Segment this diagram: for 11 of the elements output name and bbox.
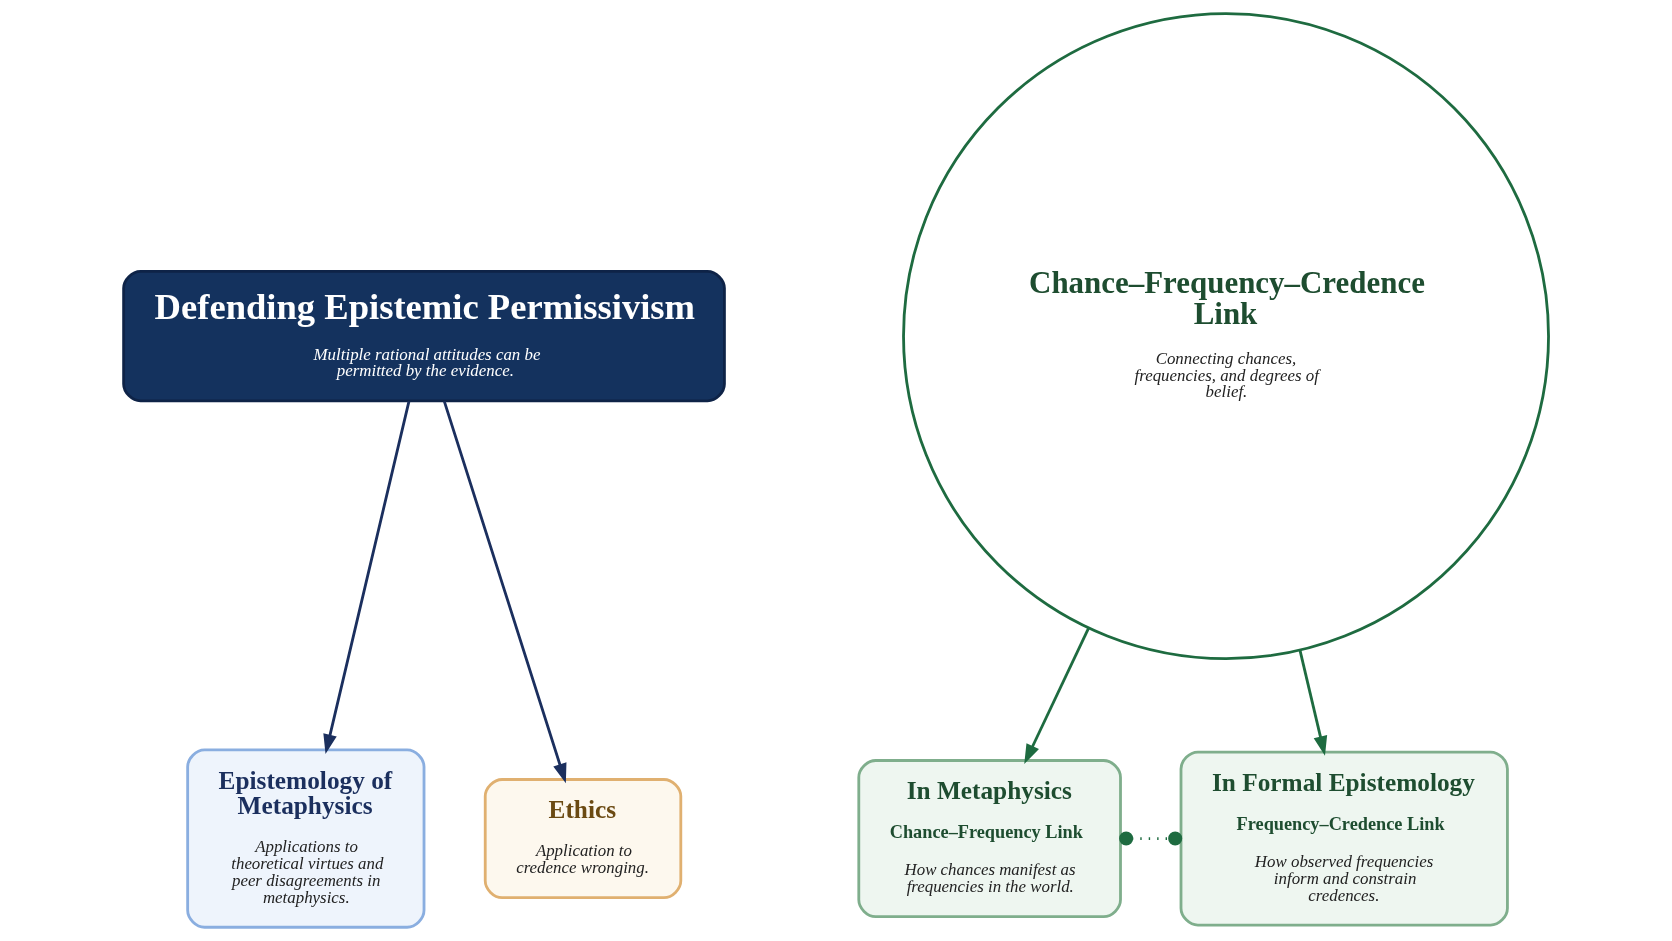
node-circle: Chance–Frequency–Credence Link Connecting chances, frequencies, and degrees of belief. <box>902 12 1550 661</box>
arrow <box>1024 627 1090 764</box>
node-box: In Formal Epistemology Frequency–Credence Link How observed frequencies inform and constrain credences. <box>1179 750 1509 927</box>
connector <box>1119 831 1183 846</box>
node-box: Ethics Application to credence wronging. <box>483 778 683 900</box>
node-box: In Metaphysics Chance–Frequency Link How chances manifest as frequencies in the world. <box>857 759 1122 919</box>
node-box: Epistemology of Metaphysics Applications to theoretical virtues and peer disagreements in metaphysics. <box>186 748 426 929</box>
arrow <box>1298 649 1328 756</box>
arrow <box>323 401 411 754</box>
arrow <box>443 400 567 784</box>
node-box: Defending Epistemic Permissivism Multiple rational attitudes can be permitted by the evidence. <box>122 270 726 403</box>
